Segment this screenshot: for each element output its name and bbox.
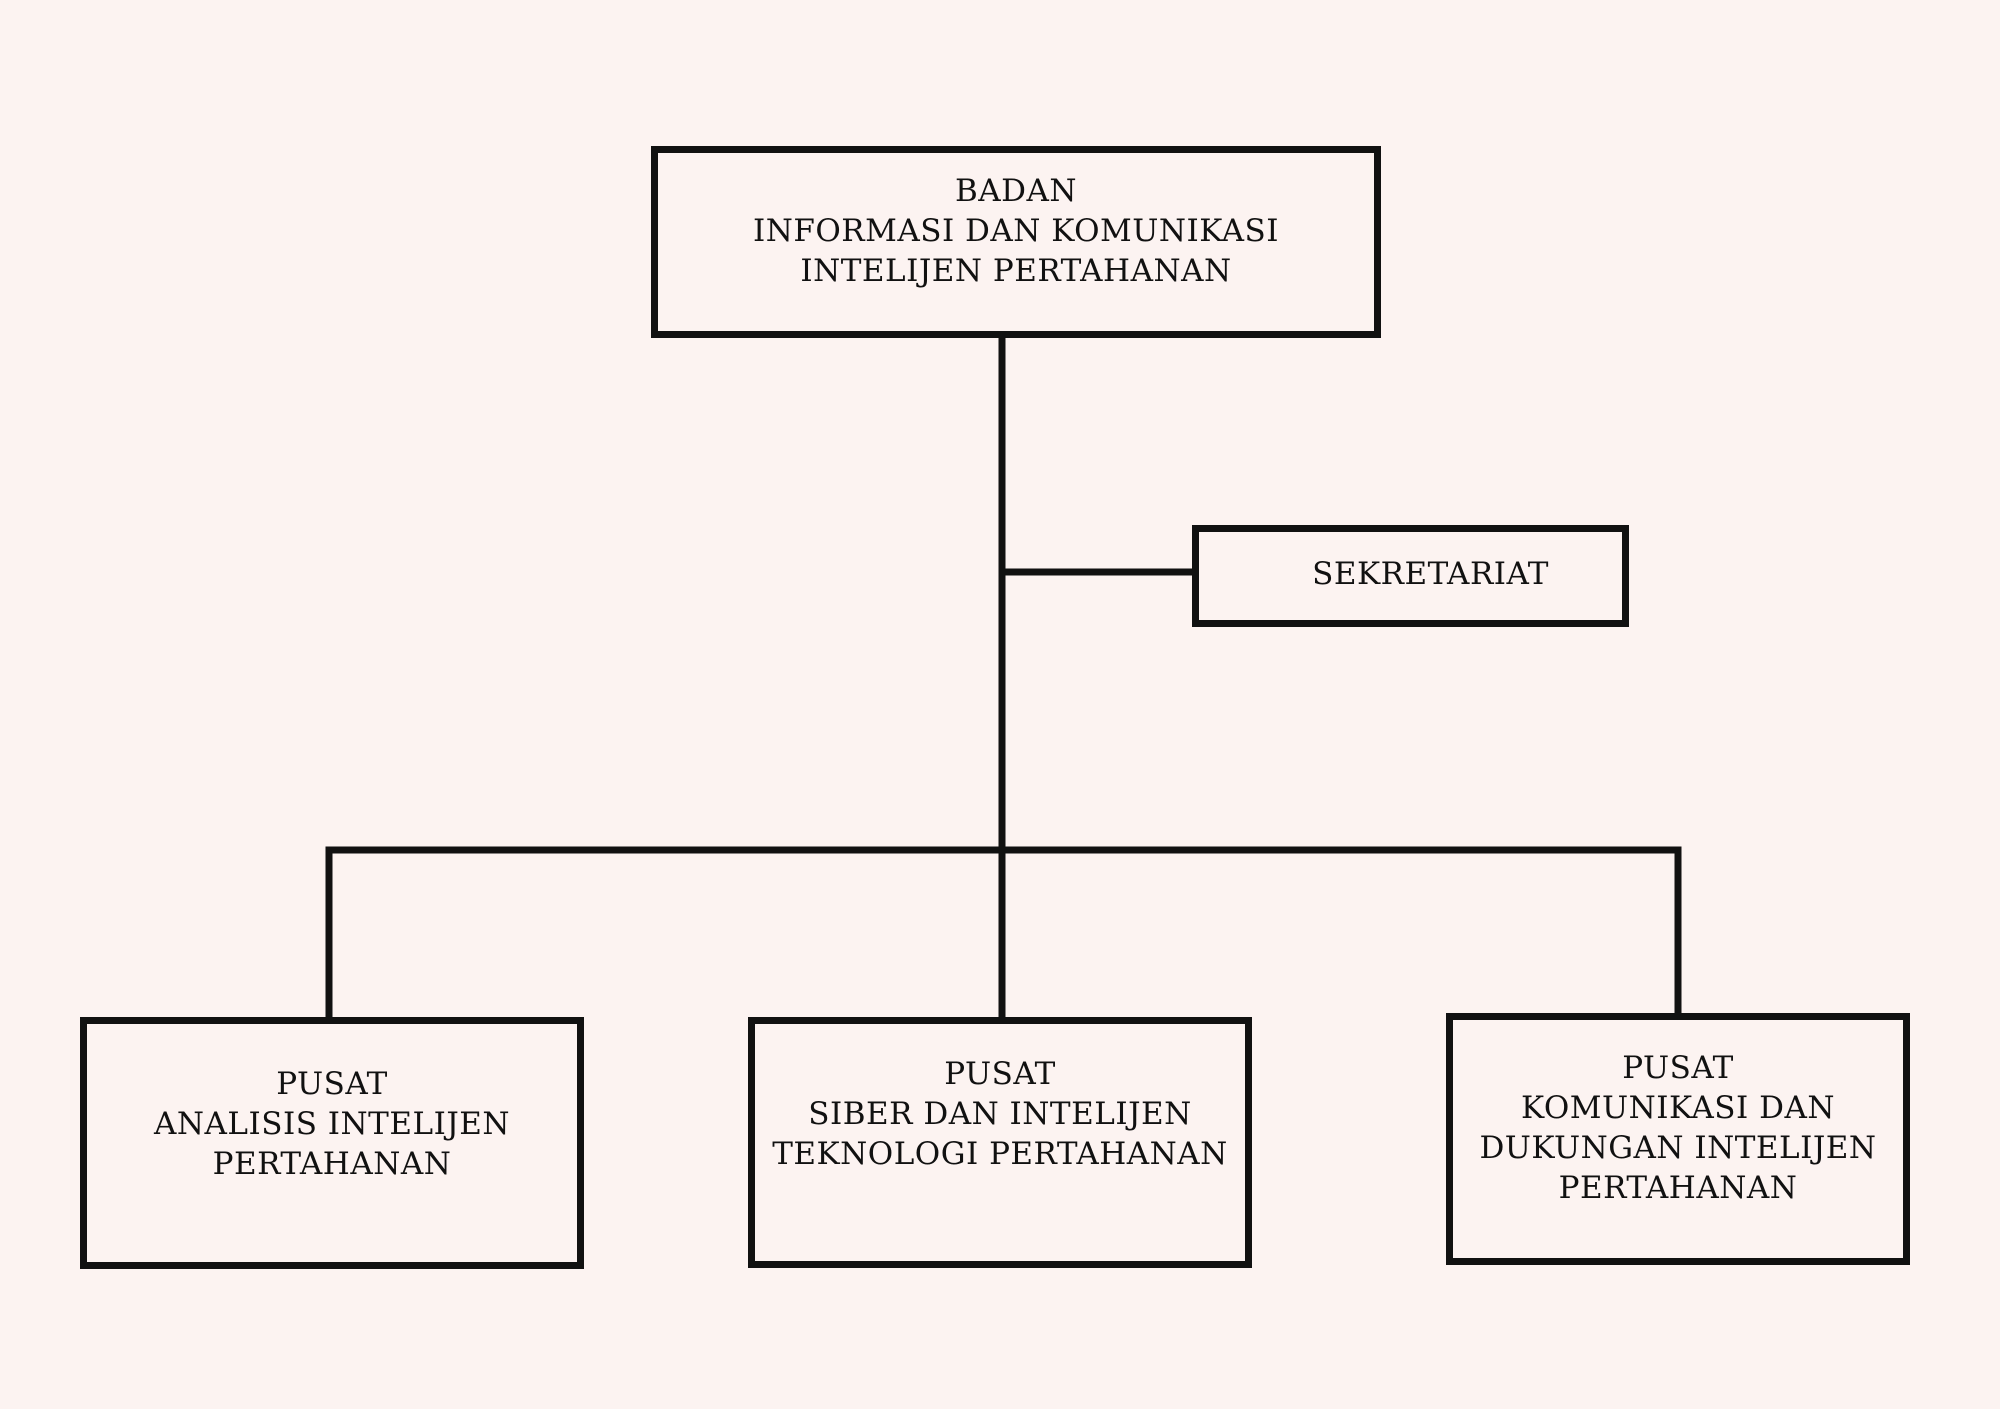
node-text-line: PERTAHANAN bbox=[212, 1146, 452, 1182]
node-text-line: KOMUNIKASI DAN bbox=[1521, 1090, 1835, 1126]
node-text-line: INFORMASI DAN KOMUNIKASI bbox=[752, 213, 1280, 249]
node-text-line: PUSAT bbox=[276, 1066, 388, 1102]
node-text-line: PUSAT bbox=[1622, 1050, 1734, 1086]
node-text-line: SIBER DAN INTELIJEN bbox=[808, 1096, 1192, 1132]
node-text-line: INTELIJEN PERTAHANAN bbox=[800, 253, 1232, 289]
node-text-line: TEKNOLOGI PERTAHANAN bbox=[772, 1136, 1228, 1172]
node-text-line: SEKRETARIAT bbox=[1312, 556, 1549, 592]
node-text-line: ANALISIS INTELIJEN bbox=[154, 1106, 510, 1142]
node-sekretariat: SEKRETARIAT bbox=[1192, 525, 1629, 627]
node-pusat-komunikasi: PUSAT KOMUNIKASI DAN DUKUNGAN INTELIJEN … bbox=[1446, 1013, 1910, 1265]
node-text-line: PERTAHANAN bbox=[1558, 1170, 1798, 1206]
node-text-line: DUKUNGAN INTELIJEN bbox=[1479, 1130, 1877, 1166]
node-pusat-siber: PUSAT SIBER DAN INTELIJEN TEKNOLOGI PERT… bbox=[748, 1017, 1252, 1268]
node-pusat-analisis: PUSAT ANALISIS INTELIJEN PERTAHANAN bbox=[80, 1017, 584, 1269]
node-text-line: BADAN bbox=[954, 173, 1078, 209]
node-text-line: PUSAT bbox=[944, 1056, 1056, 1092]
node-badan-informasi: BADAN INFORMASI DAN KOMUNIKASI INTELIJEN… bbox=[651, 146, 1381, 338]
